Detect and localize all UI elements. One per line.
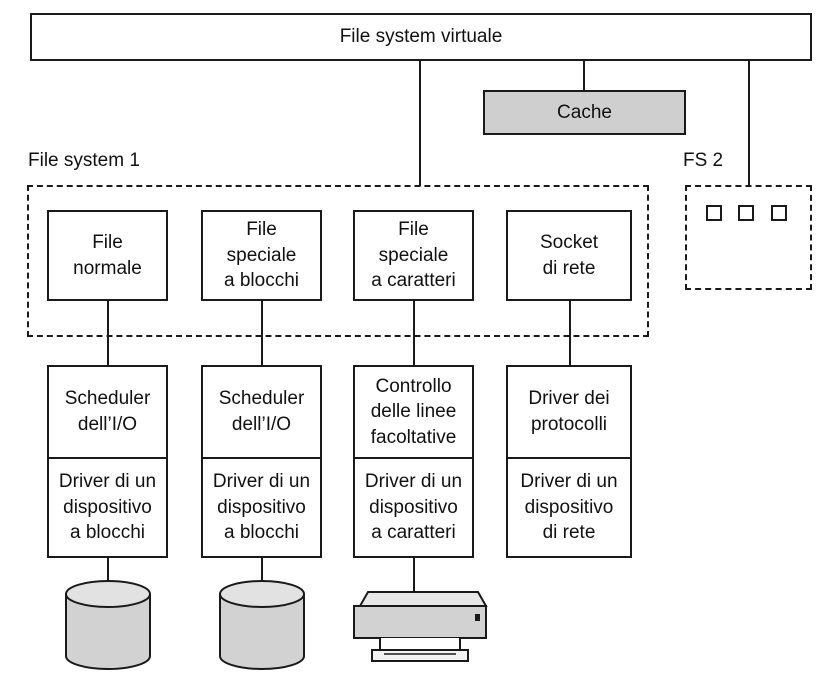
io-scheduler-box-2: Scheduler dell’I/O	[201, 365, 322, 459]
block-special-file-box: File speciale a blocchi	[201, 210, 322, 301]
connector-vfs-cache	[583, 60, 585, 91]
connector-col1-a	[107, 300, 109, 366]
connector-vfs-fs2	[748, 60, 750, 186]
fs2-container	[685, 185, 812, 290]
fs2-label: FS 2	[683, 150, 724, 171]
connector-col2-a	[261, 300, 263, 366]
disk-icon	[65, 580, 151, 670]
fs2-square-1	[706, 205, 722, 221]
io-scheduler-box-1: Scheduler dell’I/O	[47, 365, 168, 459]
fs2-square-2	[738, 205, 754, 221]
char-special-file-box: File speciale a caratteri	[353, 210, 474, 301]
connector-col2-b	[261, 557, 263, 587]
connector-col4-a	[569, 300, 571, 366]
fs1-label: File system 1	[28, 150, 140, 171]
cache-box: Cache	[483, 90, 686, 135]
char-driver-box: Driver di un dispositivo a caratteri	[353, 457, 474, 558]
file-normal-box: File normale	[47, 210, 168, 301]
connector-col3-a	[413, 300, 415, 366]
network-socket-box: Socket di rete	[506, 210, 632, 301]
fs2-square-3	[771, 205, 787, 221]
fs1-container	[27, 185, 649, 337]
line-discipline-box: Controllo delle linee facoltative	[353, 365, 474, 459]
network-driver-box: Driver di un dispositivo di rete	[506, 457, 632, 558]
block-driver-box-2: Driver di un dispositivo a blocchi	[201, 457, 322, 558]
disk-icon	[219, 580, 305, 670]
protocol-drivers-box: Driver dei protocolli	[506, 365, 632, 459]
block-driver-box-1: Driver di un dispositivo a blocchi	[47, 457, 168, 558]
printer-icon	[353, 591, 488, 662]
connector-col3-b	[413, 557, 415, 591]
connector-col1-b	[107, 557, 109, 587]
vfs-box: File system virtuale	[30, 13, 812, 61]
connector-vfs-fs1	[419, 60, 421, 186]
